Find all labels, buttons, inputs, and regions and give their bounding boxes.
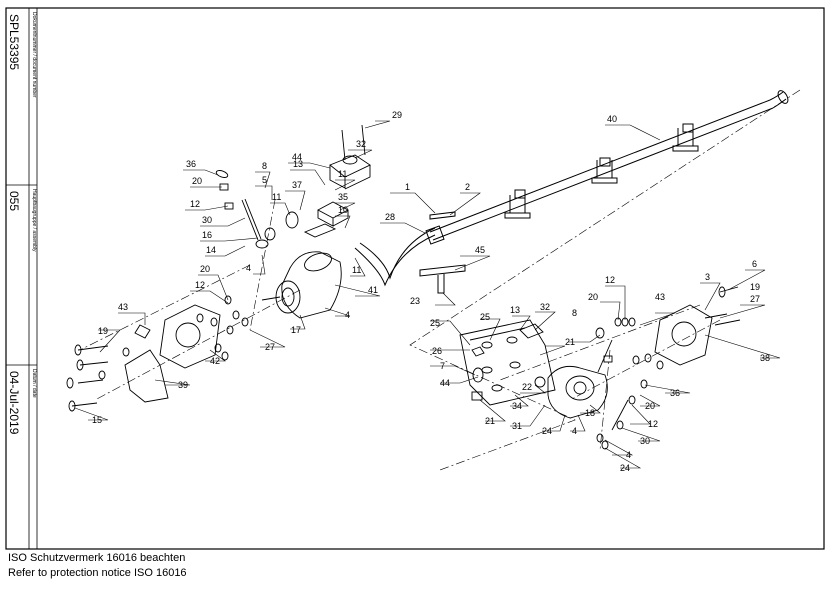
pipe-assembly bbox=[354, 90, 789, 294]
callout-11: 11 bbox=[352, 265, 361, 275]
centerlines bbox=[79, 89, 801, 471]
callout-12: 12 bbox=[648, 419, 658, 429]
callout-45: 45 bbox=[475, 245, 485, 255]
callout-20: 20 bbox=[588, 292, 598, 302]
doc-number-label: Dokumentnummer / document number bbox=[31, 12, 37, 98]
left-pump-group bbox=[66, 124, 371, 412]
callout-22: 22 bbox=[522, 382, 532, 392]
callout-37: 37 bbox=[292, 180, 302, 190]
callout-24: 24 bbox=[542, 426, 552, 436]
callout-12: 12 bbox=[195, 280, 205, 290]
callout-11: 11 bbox=[272, 192, 281, 202]
callout-30: 30 bbox=[202, 215, 212, 225]
callout-24: 24 bbox=[620, 463, 630, 473]
callout-27: 27 bbox=[750, 294, 760, 304]
callout-10: 10 bbox=[338, 205, 348, 215]
callout-38: 38 bbox=[760, 353, 770, 363]
callout-12: 12 bbox=[605, 275, 615, 285]
date-value: 04-Jul-2019 bbox=[7, 371, 21, 435]
callout-3: 3 bbox=[705, 272, 710, 282]
protection-notice-de: ISO Schutzvermerk 16016 beachten bbox=[8, 552, 186, 564]
callout-40: 40 bbox=[607, 114, 617, 124]
callout-19: 19 bbox=[98, 326, 108, 336]
callout-43: 43 bbox=[118, 302, 128, 312]
callout-6: 6 bbox=[752, 259, 757, 269]
doc-number: SPL53395 bbox=[7, 14, 21, 70]
callout-4: 4 bbox=[572, 426, 577, 436]
callout-23: 23 bbox=[410, 296, 420, 306]
callout-4: 4 bbox=[345, 310, 350, 320]
callout-4: 4 bbox=[626, 450, 631, 460]
drawing-frame bbox=[5, 7, 825, 550]
callout-20: 20 bbox=[200, 264, 210, 274]
callout-25: 25 bbox=[430, 318, 440, 328]
callout-28: 28 bbox=[385, 212, 395, 222]
callout-7: 7 bbox=[440, 361, 445, 371]
callout-21: 21 bbox=[565, 337, 575, 347]
callout-1: 1 bbox=[405, 182, 410, 192]
callout-14: 14 bbox=[206, 245, 216, 255]
callout-4: 4 bbox=[246, 263, 251, 273]
assembly-number: 055 bbox=[7, 191, 21, 211]
callout-29: 29 bbox=[392, 110, 402, 120]
callout-13: 13 bbox=[293, 159, 303, 169]
callout-18: 18 bbox=[585, 408, 595, 418]
callout-leaders bbox=[74, 120, 781, 469]
callout-15: 15 bbox=[92, 415, 102, 425]
callout-27: 27 bbox=[265, 342, 275, 352]
callout-31: 31 bbox=[512, 421, 522, 431]
callout-35: 35 bbox=[338, 192, 348, 202]
callout-11: 11 bbox=[338, 169, 347, 179]
callout-19: 19 bbox=[750, 282, 760, 292]
callout-25: 25 bbox=[480, 312, 490, 322]
callout-20: 20 bbox=[192, 176, 202, 186]
protection-notice-en: Refer to protection notice ISO 16016 bbox=[8, 567, 187, 579]
date-label: Datum / date bbox=[31, 369, 37, 398]
callout-8: 8 bbox=[572, 308, 577, 318]
callout-44: 44 bbox=[440, 378, 450, 388]
callout-39: 39 bbox=[178, 380, 188, 390]
callout-5: 5 bbox=[262, 175, 267, 185]
callout-34: 34 bbox=[512, 401, 522, 411]
callout-43: 43 bbox=[655, 292, 665, 302]
callout-16: 16 bbox=[202, 230, 212, 240]
callout-32: 32 bbox=[356, 139, 366, 149]
callout-21: 21 bbox=[485, 416, 495, 426]
assembly-label: Hauptbaugruppe / assembly bbox=[31, 189, 37, 252]
callout-26: 26 bbox=[432, 346, 442, 356]
callout-labels: 29 40 44 32 36 8 13 20 5 37 11 35 12 11 … bbox=[92, 110, 770, 473]
callout-2: 2 bbox=[465, 182, 470, 192]
callout-17: 17 bbox=[291, 325, 301, 335]
right-pump-group bbox=[459, 286, 741, 450]
callout-12: 12 bbox=[190, 199, 200, 209]
callout-36: 36 bbox=[670, 388, 680, 398]
callout-36: 36 bbox=[186, 159, 196, 169]
callout-42: 42 bbox=[210, 356, 220, 366]
callout-32: 32 bbox=[540, 302, 550, 312]
callout-20: 20 bbox=[645, 401, 655, 411]
callout-8: 8 bbox=[262, 161, 267, 171]
callout-41: 41 bbox=[368, 285, 378, 295]
callout-30: 30 bbox=[640, 436, 650, 446]
callout-13: 13 bbox=[510, 305, 520, 315]
callout-44: 44 bbox=[292, 152, 302, 162]
